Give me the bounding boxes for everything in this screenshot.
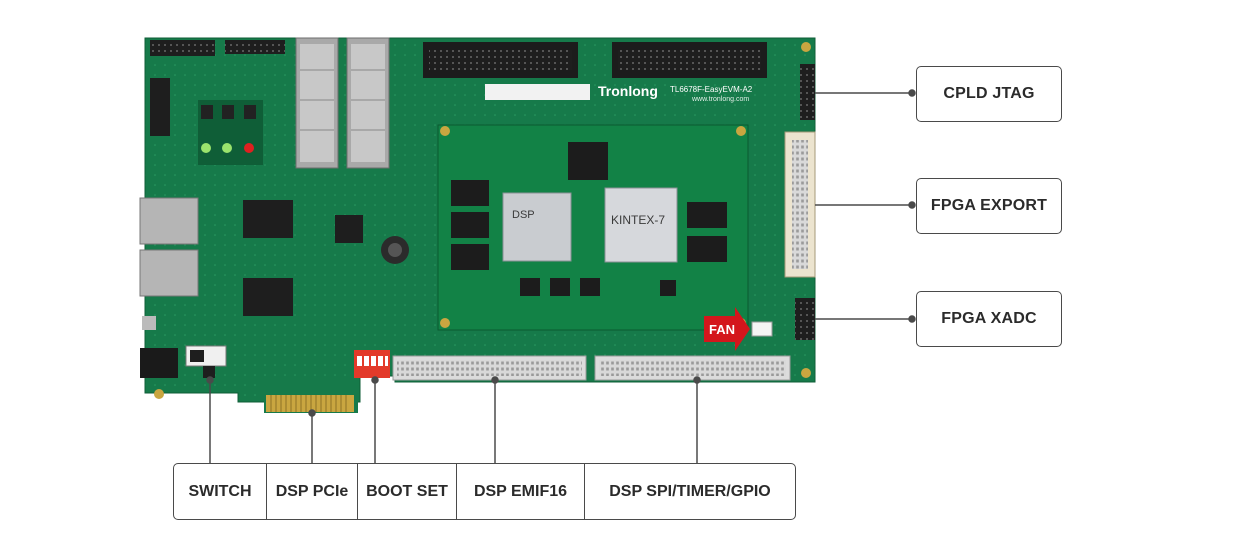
callout-dsp-emif16: DSP EMIF16 [457, 464, 585, 519]
callout-fpga-xadc: FPGA XADC [916, 291, 1062, 347]
power-jack [140, 348, 178, 378]
callout-fpga-export: FPGA EXPORT [916, 178, 1062, 234]
label-sticker [485, 84, 590, 100]
mount-hole [154, 389, 164, 399]
boot-dip-switch [354, 350, 390, 378]
callout-dsp-spi-timer-gpio: DSP SPI/TIMER/GPIO [609, 482, 771, 500]
top-left-header [150, 40, 215, 56]
left-connector [150, 78, 170, 136]
fpga-chip-label: KINTEX-7 [611, 213, 665, 227]
power-switch [185, 345, 227, 378]
fan-label: FAN [709, 322, 735, 337]
rj45-port-2 [139, 249, 199, 297]
brand-text: Tronlong [598, 83, 658, 99]
mount-hole [801, 42, 811, 52]
top-header-2 [225, 40, 285, 54]
usb-port [142, 316, 156, 330]
ethernet-phy-chip-2 [243, 278, 293, 316]
callout-cpld-jtag: CPLD JTAG [916, 66, 1062, 122]
spi-timer-gpio-header [594, 355, 791, 381]
fpga-chip [604, 187, 678, 263]
sfp-cage-2 [346, 37, 390, 169]
pcie-gold-fingers [266, 395, 354, 412]
callout-switch: SWITCH [174, 464, 267, 519]
cpld-jtag-header [800, 64, 815, 120]
dsp-chip-label: DSP [512, 209, 535, 221]
ethernet-phy-chip-1 [243, 200, 293, 238]
led-indicators [198, 100, 263, 165]
url-text: www.tronlong.com [691, 96, 749, 103]
callout-boot-set: BOOT SET [358, 464, 457, 519]
fpga-export-connector [784, 131, 816, 278]
small-chip [335, 215, 363, 243]
bottom-callout-bar: SWITCH DSP PCIe BOOT SET DSP EMIF16 DSP … [173, 463, 796, 520]
rj45-port-1 [139, 197, 199, 245]
emif16-header [392, 355, 587, 381]
fpga-xadc-header [795, 298, 815, 340]
leader-lines [206, 89, 916, 463]
sfp-cage-1 [295, 37, 339, 169]
core-module: DSP KINTEX-7 [437, 124, 749, 331]
callout-dsp-pcie: DSP PCIe [267, 464, 358, 519]
fan-indicator: FAN [704, 307, 773, 351]
model-text: TL6678F-EasyEVM-A2 [670, 85, 753, 94]
dsp-chip [502, 192, 572, 262]
mount-hole [801, 368, 811, 378]
